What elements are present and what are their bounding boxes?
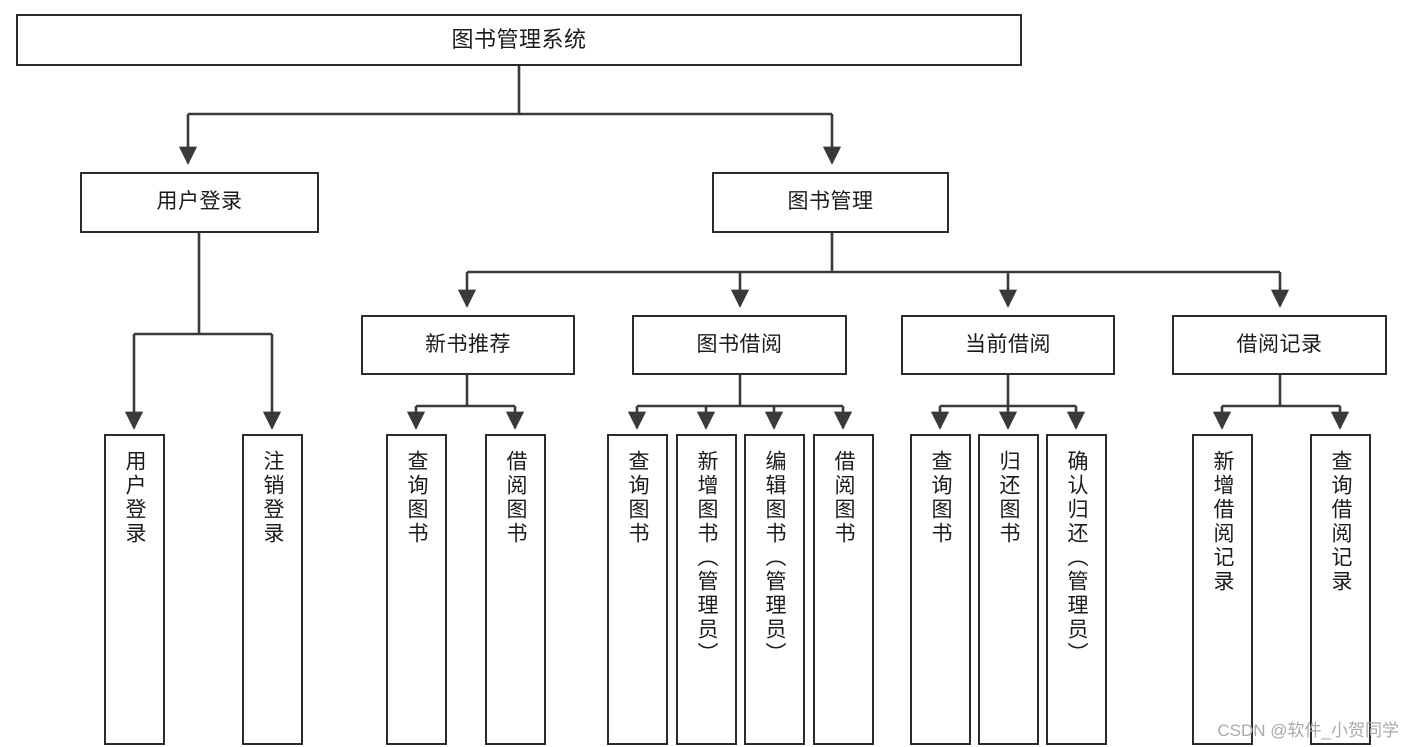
node-label: 查询图书 bbox=[626, 450, 649, 546]
node-label: 查询借阅记录 bbox=[1329, 450, 1352, 594]
leaf-confirm-return[interactable]: 确认归还（管理员） bbox=[1046, 434, 1107, 745]
leaf-borrow-book-1[interactable]: 借阅图书 bbox=[485, 434, 546, 745]
node-label: 查询图书 bbox=[929, 450, 952, 546]
node-book-borrow[interactable]: 图书借阅 bbox=[632, 315, 847, 375]
node-label: 借阅记录 bbox=[1236, 332, 1323, 356]
node-label: 确认归还（管理员） bbox=[1065, 450, 1088, 666]
node-label: 归还图书 bbox=[997, 450, 1020, 546]
node-label: 查询图书 bbox=[405, 450, 428, 546]
leaf-user-login[interactable]: 用户登录 bbox=[104, 434, 165, 745]
node-label: 借阅图书 bbox=[832, 450, 855, 546]
node-label: 新书推荐 bbox=[425, 332, 511, 356]
leaf-add-book[interactable]: 新增图书（管理员） bbox=[676, 434, 737, 745]
node-label: 图书管理 bbox=[787, 190, 874, 214]
leaf-query-book-1[interactable]: 查询图书 bbox=[386, 434, 447, 745]
node-book-management[interactable]: 图书管理 bbox=[712, 172, 949, 233]
node-root-system[interactable]: 图书管理系统 bbox=[16, 14, 1022, 66]
node-label: 用户登录 bbox=[123, 450, 146, 546]
node-label: 图书管理系统 bbox=[451, 27, 587, 53]
node-label: 借阅图书 bbox=[504, 450, 527, 546]
leaf-logout-login[interactable]: 注销登录 bbox=[242, 434, 303, 745]
node-label: 用户登录 bbox=[156, 190, 243, 214]
leaf-query-book-2[interactable]: 查询图书 bbox=[607, 434, 668, 745]
leaf-return-book[interactable]: 归还图书 bbox=[978, 434, 1039, 745]
node-new-book-recommend[interactable]: 新书推荐 bbox=[361, 315, 575, 375]
node-label: 当前借阅 bbox=[965, 332, 1051, 356]
node-label: 图书借阅 bbox=[696, 332, 783, 356]
leaf-edit-book[interactable]: 编辑图书（管理员） bbox=[744, 434, 805, 745]
leaf-query-book-3[interactable]: 查询图书 bbox=[910, 434, 971, 745]
node-label: 编辑图书（管理员） bbox=[763, 450, 786, 666]
leaf-query-record[interactable]: 查询借阅记录 bbox=[1310, 434, 1371, 745]
leaf-borrow-book-2[interactable]: 借阅图书 bbox=[813, 434, 874, 745]
node-user-login[interactable]: 用户登录 bbox=[80, 172, 319, 233]
leaf-add-record[interactable]: 新增借阅记录 bbox=[1192, 434, 1253, 745]
node-label: 新增图书（管理员） bbox=[695, 450, 718, 666]
watermark-text: CSDN @软件_小贺同学 bbox=[1217, 721, 1399, 740]
node-current-borrow[interactable]: 当前借阅 bbox=[901, 315, 1115, 375]
node-borrow-record[interactable]: 借阅记录 bbox=[1172, 315, 1387, 375]
node-label: 注销登录 bbox=[261, 450, 284, 546]
node-label: 新增借阅记录 bbox=[1211, 450, 1234, 594]
